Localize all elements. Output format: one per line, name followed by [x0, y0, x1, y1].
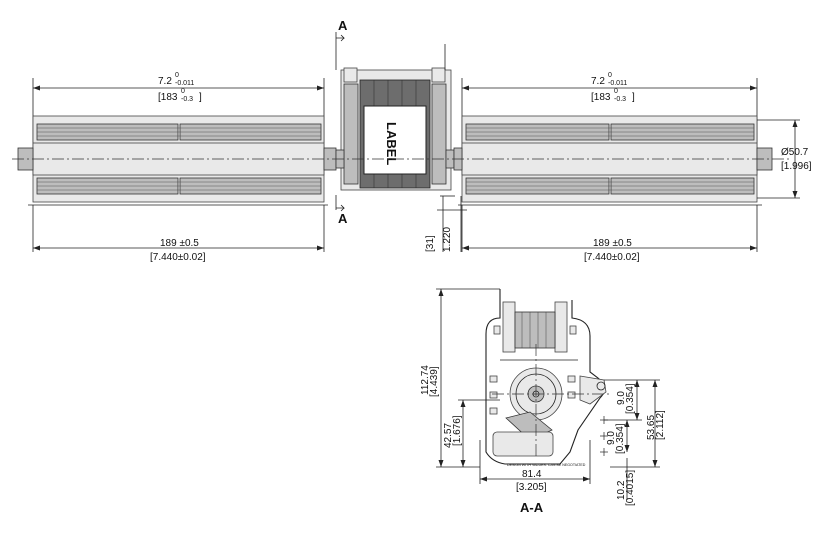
hole-spacing-1-mm: 9.0	[616, 391, 627, 405]
left-top-dim-main: 7.2	[158, 76, 172, 87]
right-top-dim-main: 7.2	[591, 76, 605, 87]
left-top-dim-tol-up: 0	[175, 72, 179, 79]
right-top-dim-alt: [183	[591, 92, 611, 103]
left-length-in: [7.440±0.02]	[150, 252, 206, 263]
hole-spacing-2-in: [0.354]	[615, 423, 626, 454]
right-top-dim-alt-close: ]	[632, 92, 635, 103]
section-title: A-A	[520, 500, 544, 515]
right-diameter-mm: Ø50.7	[781, 147, 809, 158]
left-top-dim-alt-close: ]	[199, 92, 202, 103]
motor-label: LABEL	[384, 122, 399, 165]
left-top-dim-tol-dn: -0.011	[175, 80, 194, 87]
section-height-mm: 112.74	[420, 365, 431, 395]
section-width-in: [3.205]	[516, 482, 547, 493]
side-height-in: [2.112]	[655, 410, 666, 440]
right-top-dim-alt-tol-up: 0	[614, 88, 618, 95]
section-height-in: [4.439]	[429, 366, 440, 397]
side-height-mm: 53.65	[646, 415, 657, 440]
offset-in: 1.220	[442, 227, 453, 252]
bottom-height-mm: 10.2	[616, 480, 627, 500]
section-offset-in: [1.676]	[452, 415, 463, 446]
hole-spacing-1-in: [0.354]	[625, 383, 636, 414]
left-top-dim-alt: [183	[158, 92, 178, 103]
right-top-dim-tol-up: 0	[608, 72, 612, 79]
left-length-mm: 189 ±0.5	[160, 238, 199, 249]
right-length-in: [7.440±0.02]	[584, 252, 640, 263]
left-fan	[17, 78, 337, 252]
left-top-dim-alt-tol-up: 0	[181, 88, 185, 95]
section-width-mm: 81.4	[522, 469, 542, 480]
right-top-dim-tol-dn: -0.011	[608, 80, 627, 87]
section-mark-top: A	[338, 18, 348, 33]
right-length-mm: 189 ±0.5	[593, 238, 632, 249]
offset-mm: [31]	[425, 235, 436, 252]
section-offset-mm: 42.57	[443, 423, 454, 448]
section-view	[436, 288, 660, 500]
bottom-height-in: [0.4015]	[625, 470, 636, 506]
left-top-dim-alt-tol-dn: -0.3	[181, 96, 193, 103]
section-footer-text: DESIGN WITH VALUES. CAN BE NEGOTIATED	[507, 463, 586, 467]
right-diameter-in: [1.996]	[781, 161, 812, 172]
hole-spacing-2-mm: 9.0	[606, 431, 617, 445]
right-fan	[453, 78, 800, 252]
right-top-dim-alt-tol-dn: -0.3	[614, 96, 626, 103]
section-mark-bottom: A	[338, 211, 348, 226]
